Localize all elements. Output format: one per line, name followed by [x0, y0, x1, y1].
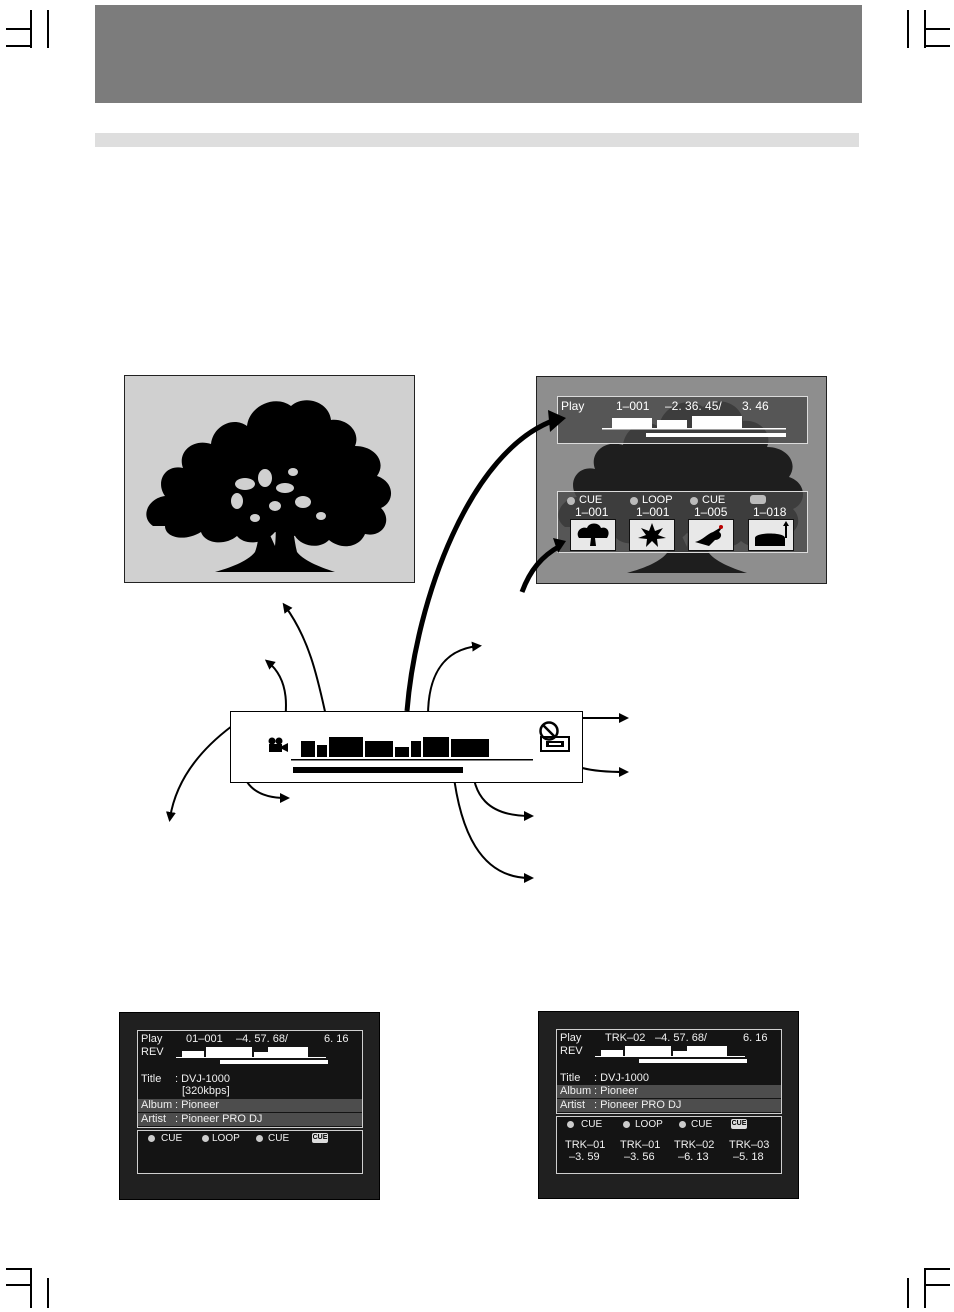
video-screen-overlay: Play 1–001 –2. 36. 45/ 3. 46 CUE LOOP CU… [536, 376, 827, 584]
cue-panel: CUE LOOP CUE CUE TRK–01 –3. 59 TRK–01 –3… [556, 1116, 782, 1174]
tree-icon [577, 523, 609, 546]
elapsed-time: –4. 57. 68/ [655, 1032, 707, 1044]
bitrate-value: [320kbps] [182, 1085, 230, 1097]
info-panel: Play REV TRK–02 –4. 57. 68/ 6. 16 Title … [556, 1029, 782, 1114]
cue-indicator-3 [679, 1121, 686, 1128]
cake-icon [755, 521, 789, 546]
artist-value: : Pioneer PRO DJ [175, 1113, 263, 1125]
player-display [230, 711, 583, 783]
cue-indicator-3 [690, 497, 698, 505]
cue-indicator-2 [623, 1121, 630, 1128]
cue-3-label: CUE [702, 494, 726, 506]
album-value: : Pioneer [594, 1085, 639, 1097]
cue-badge: CUE [312, 1133, 328, 1143]
title-value: : DVJ-1000 [594, 1072, 650, 1084]
status-text: Play [560, 1032, 582, 1044]
video-screen-plain [124, 375, 415, 583]
cue-indicator-1 [148, 1135, 155, 1142]
cue-track-1-time: –3. 59 [569, 1151, 600, 1163]
album-row-bg [557, 1085, 781, 1098]
track-number: TRK–02 [605, 1032, 646, 1044]
cue-thumb-3 [688, 519, 734, 551]
cue-1-label: CUE [161, 1133, 183, 1144]
cue-thumb-1 [570, 519, 616, 551]
cue-4-time: 1–018 [753, 505, 787, 519]
info-panel: Play REV 01–001 –4. 57. 68/ 6. 16 Title … [137, 1030, 363, 1128]
section-bar [95, 133, 859, 147]
status-text: Play [141, 1033, 163, 1045]
player-waveform [291, 737, 533, 773]
artist-row-bg [138, 1113, 362, 1126]
cue-track-2-name: TRK–01 [620, 1139, 661, 1151]
total-time: 3. 46 [742, 399, 769, 413]
leaf-icon [638, 523, 666, 547]
cue-2-label: LOOP [642, 494, 673, 506]
cue-2-time: 1–001 [636, 505, 670, 519]
mode-text: REV [560, 1045, 583, 1057]
cue-thumb-4 [748, 519, 794, 551]
cue-track-2-time: –3. 56 [624, 1151, 655, 1163]
prohibit-icon [539, 721, 559, 741]
cue-indicator-1 [567, 497, 575, 505]
album-row-bg [138, 1099, 362, 1112]
cue-indicator-4 [750, 495, 766, 504]
title-label: Title [560, 1072, 581, 1084]
album-value: : Pioneer [175, 1099, 220, 1111]
cue-indicator-2 [202, 1135, 209, 1142]
playback-status-panel: Play 1–001 –2. 36. 45/ 3. 46 [557, 396, 808, 444]
cue-indicator-1 [567, 1121, 574, 1128]
header-band [95, 5, 862, 103]
track-number: 1–001 [616, 399, 650, 413]
album-label: Album [141, 1099, 173, 1111]
cue-3-time: 1–005 [694, 505, 728, 519]
mode-text: REV [141, 1046, 164, 1058]
album-label: Album [560, 1085, 592, 1097]
waveform-display [176, 1047, 328, 1064]
cue-1-label: CUE [579, 494, 603, 506]
cue-track-3-time: –6. 13 [678, 1151, 709, 1163]
artist-label: Artist [560, 1099, 586, 1111]
cue-badge: CUE [731, 1119, 747, 1129]
tree-silhouette [146, 400, 392, 572]
info-screen-tracks: Play REV 01–001 –4. 57. 68/ 6. 16 Title … [119, 1012, 380, 1200]
artist-row-bg [557, 1099, 781, 1112]
cue-track-3-name: TRK–02 [674, 1139, 715, 1151]
title-label: Title [141, 1073, 162, 1085]
title-value: : DVJ-1000 [175, 1073, 231, 1085]
cue-2-label: LOOP [212, 1133, 240, 1144]
total-time: 6. 16 [743, 1032, 768, 1044]
waveform-display [602, 416, 786, 437]
elapsed-time: –2. 36. 45/ [665, 399, 722, 413]
cue-1-time: 1–001 [575, 505, 609, 519]
elapsed-time: –4. 57. 68/ [236, 1033, 288, 1045]
info-screen-cue-list: Play REV TRK–02 –4. 57. 68/ 6. 16 Title … [538, 1011, 799, 1199]
cue-track-1-name: TRK–01 [565, 1139, 606, 1151]
artist-value: : Pioneer PRO DJ [594, 1099, 682, 1111]
track-number: 01–001 [186, 1033, 223, 1045]
total-time: 6. 16 [324, 1033, 349, 1045]
cue-track-4-name: TRK–03 [729, 1139, 770, 1151]
screen-icon [540, 736, 570, 752]
cue-thumb-2 [629, 519, 675, 551]
artist-label: Artist [141, 1113, 167, 1125]
status-text: Play [561, 399, 585, 413]
cue-track-4-time: –5. 18 [733, 1151, 764, 1163]
cue-panel: CUE LOOP CUE CUE [137, 1130, 363, 1174]
cue-indicator-3 [256, 1135, 263, 1142]
cue-3-label: CUE [268, 1133, 290, 1144]
cue-1-label: CUE [581, 1119, 603, 1130]
video-camera-icon [268, 737, 288, 752]
bird-icon [695, 525, 723, 546]
cue-panel: CUE LOOP CUE 1–001 1–001 1–005 1–018 [557, 491, 808, 553]
cue-indicator-2 [630, 497, 638, 505]
cue-2-label: LOOP [635, 1119, 663, 1130]
waveform-display [595, 1046, 747, 1063]
cue-3-label: CUE [691, 1119, 713, 1130]
